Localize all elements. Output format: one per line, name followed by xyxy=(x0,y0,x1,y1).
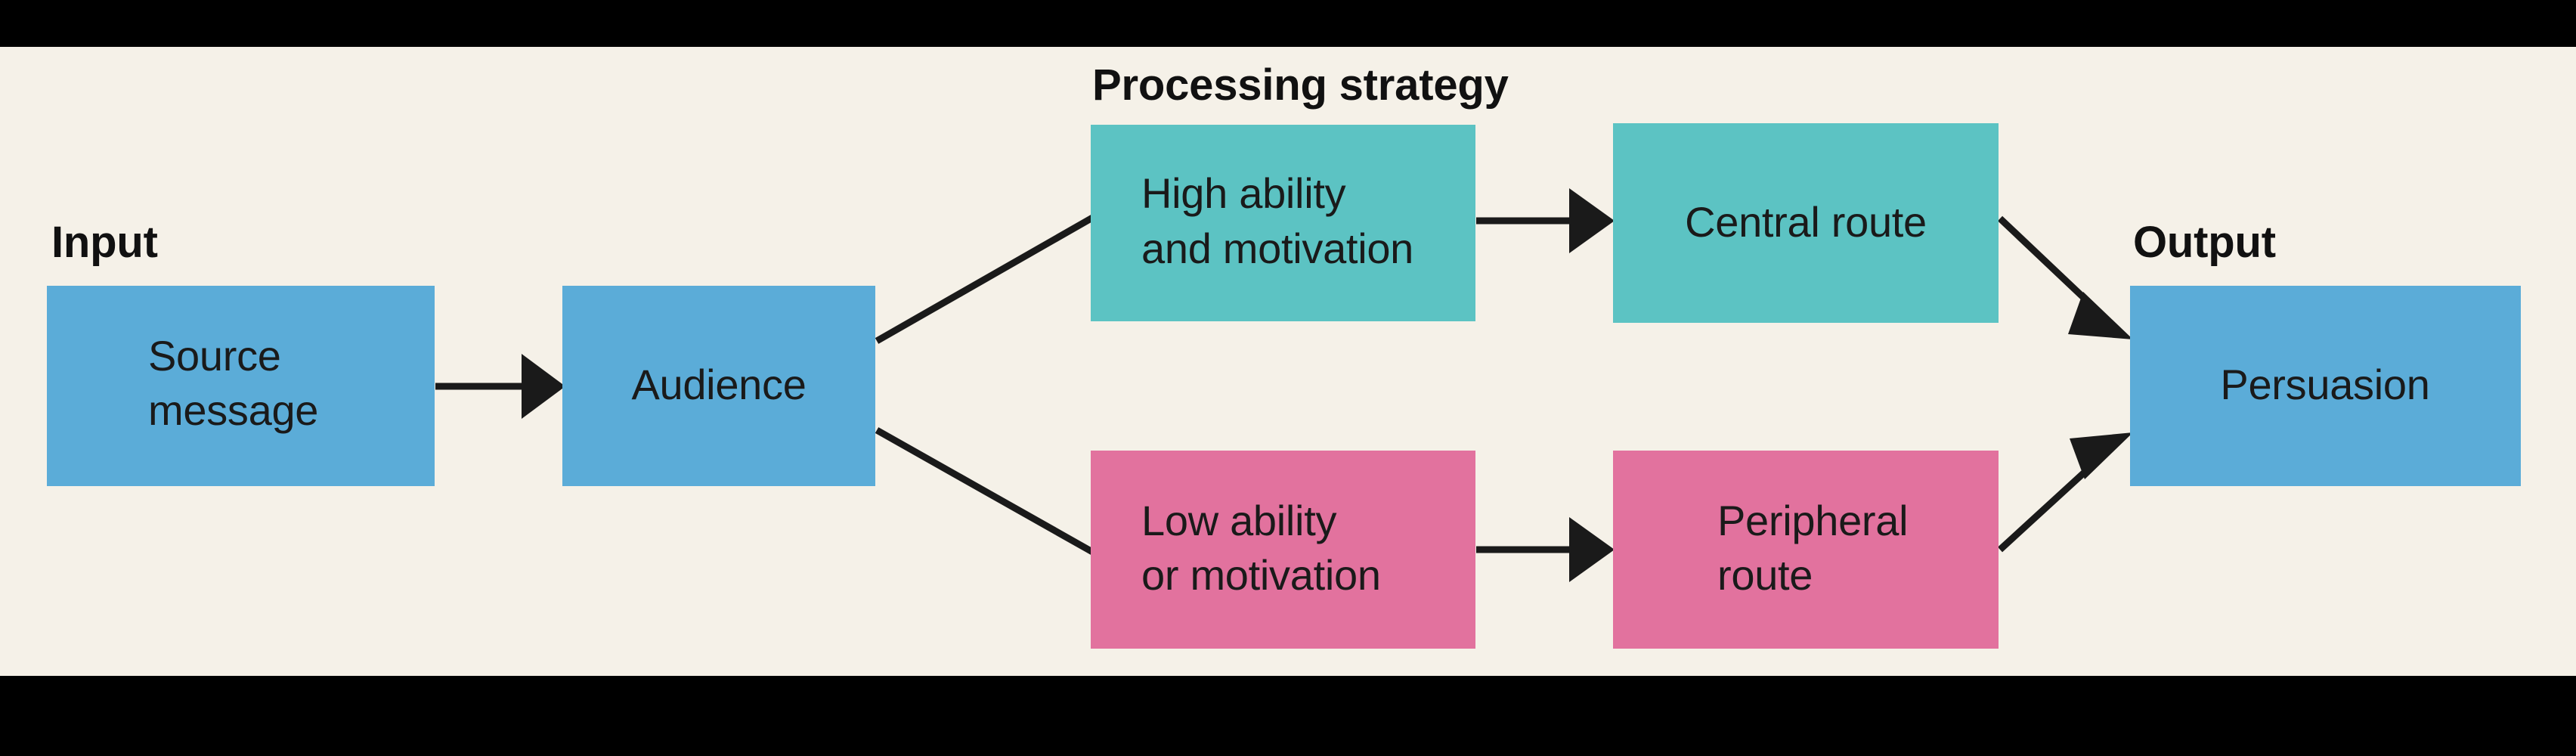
node-central-route-rect[interactable] xyxy=(1613,123,1999,323)
section-label-output: Output xyxy=(2133,218,2276,267)
node-audience-label: Audience xyxy=(631,361,806,408)
bottom-black-band xyxy=(0,676,2576,756)
node-high-ability-rect[interactable] xyxy=(1091,125,1475,321)
edge-source-to-audience xyxy=(435,354,565,419)
edge-high-ability-to-central-route-arrowhead xyxy=(1569,188,1615,253)
edge-low-ability-to-peripheral-route-arrowhead xyxy=(1569,517,1615,582)
node-peripheral-route-label-line1: Peripheral xyxy=(1717,497,1908,544)
section-label-processing-strategy: Processing strategy xyxy=(1092,60,1509,110)
node-peripheral-route-rect[interactable] xyxy=(1613,451,1999,649)
node-central-route[interactable]: Central route xyxy=(1613,123,1999,323)
node-audience[interactable]: Audience xyxy=(562,286,875,486)
node-persuasion[interactable]: Persuasion xyxy=(2130,286,2521,486)
edge-peripheral-route-to-persuasion xyxy=(1997,432,2133,553)
node-source-message[interactable]: Source message xyxy=(47,286,435,486)
node-audience-rect[interactable] xyxy=(562,286,875,486)
node-persuasion-rect[interactable] xyxy=(2130,286,2521,486)
top-black-band xyxy=(0,0,2576,47)
edge-source-to-audience-arrowhead xyxy=(522,354,565,419)
node-low-ability-label-line2: or motivation xyxy=(1141,551,1381,599)
edge-peripheral-route-to-persuasion-shaft xyxy=(1997,457,2101,553)
node-persuasion-label: Persuasion xyxy=(2220,361,2429,408)
edge-high-ability-to-central-route xyxy=(1476,188,1615,253)
node-high-ability[interactable]: High ability and motivation xyxy=(1091,125,1475,321)
node-central-route-label: Central route xyxy=(1685,198,1927,246)
section-label-input: Input xyxy=(51,218,158,267)
edge-peripheral-route-to-persuasion-arrowhead xyxy=(2070,432,2133,479)
node-high-ability-label-line2: and motivation xyxy=(1141,225,1413,272)
node-source-message-label-line1: Source xyxy=(148,332,281,380)
node-high-ability-label-line1: High ability xyxy=(1141,169,1346,217)
edge-audience-to-low-ability-shaft xyxy=(875,427,1096,556)
edge-central-route-to-persuasion xyxy=(1997,215,2133,339)
node-low-ability-label-line1: Low ability xyxy=(1141,497,1336,544)
node-source-message-rect[interactable] xyxy=(47,286,435,486)
node-low-ability-rect[interactable] xyxy=(1091,451,1475,649)
node-peripheral-route[interactable]: Peripheral route xyxy=(1613,451,1999,649)
edge-audience-to-high-ability xyxy=(875,214,1096,344)
edge-audience-to-high-ability-shaft xyxy=(875,214,1096,344)
edge-central-route-to-persuasion-arrowhead xyxy=(2068,292,2133,339)
edge-audience-to-low-ability xyxy=(875,427,1096,556)
edge-low-ability-to-peripheral-route xyxy=(1476,517,1615,582)
node-source-message-label-line2: message xyxy=(148,386,318,434)
node-peripheral-route-label-line2: route xyxy=(1717,551,1813,599)
node-low-ability[interactable]: Low ability or motivation xyxy=(1091,451,1475,649)
